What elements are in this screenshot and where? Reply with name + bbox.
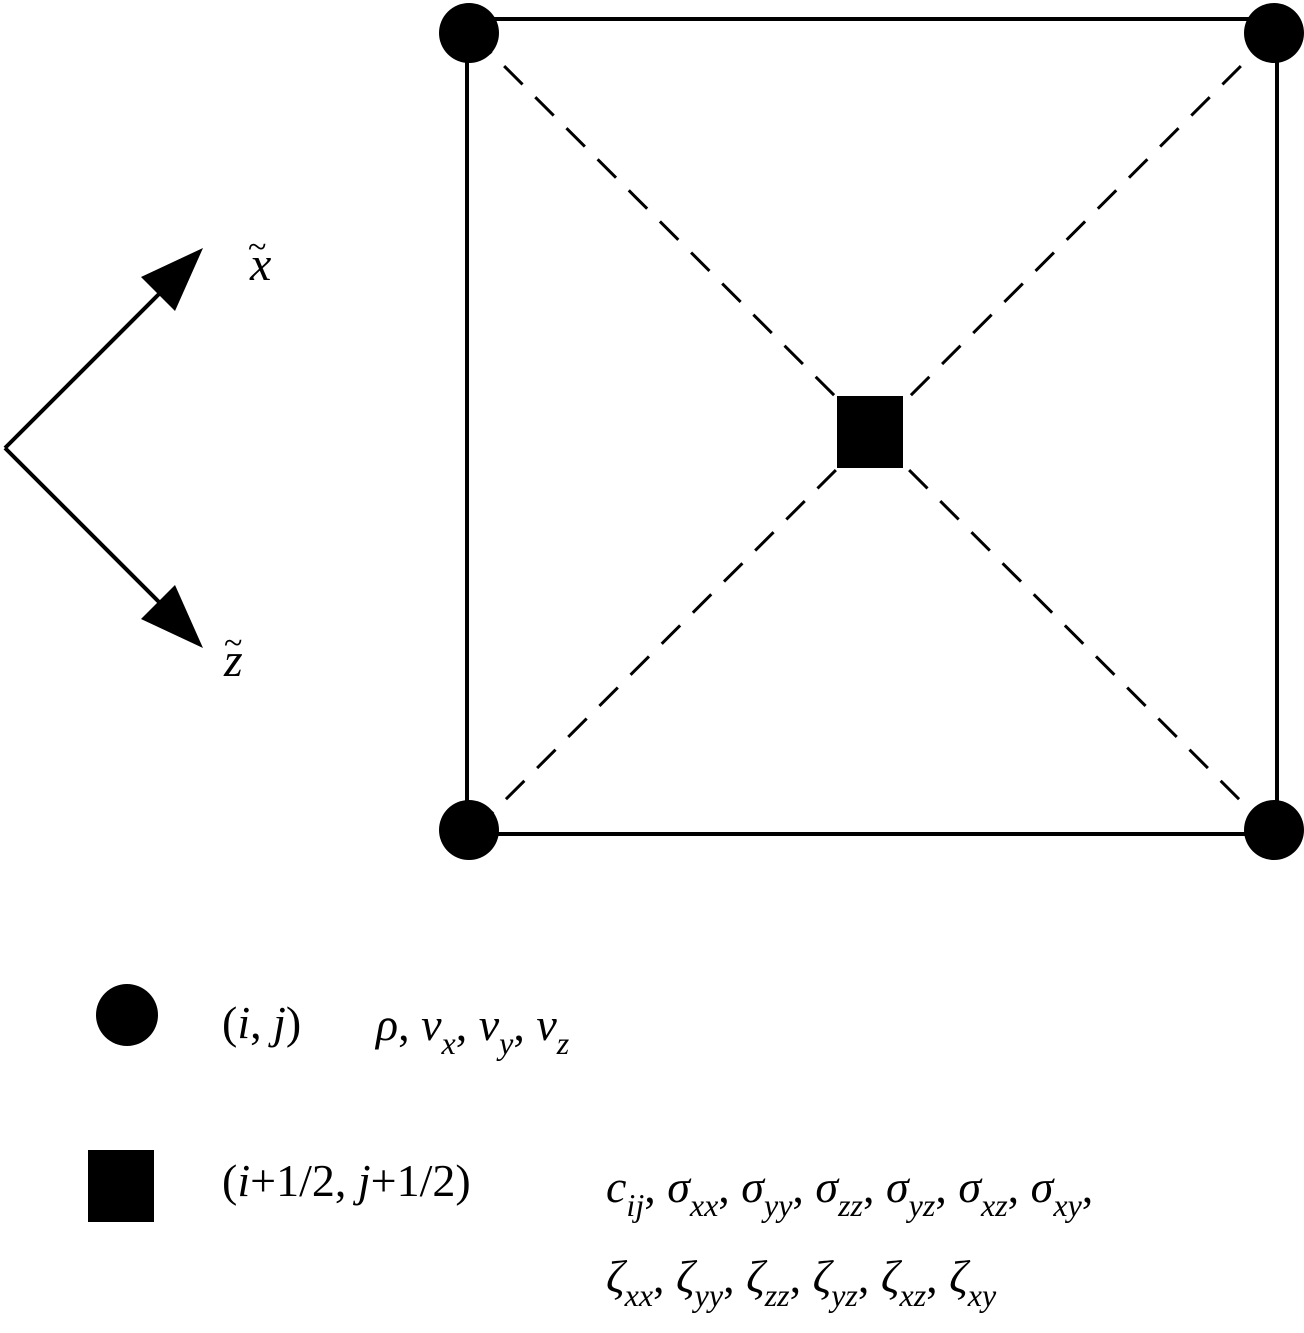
legend-node-index-label: (i, j)	[222, 1000, 301, 1046]
node-variable-2: vy	[478, 999, 514, 1061]
cell-variable-0: cij	[606, 1161, 645, 1223]
legend-cell-symbol	[88, 1150, 154, 1222]
cell-variable-4: σyz	[885, 1161, 936, 1223]
node-marker-top-right	[1244, 3, 1304, 63]
cell-attenuation-variable-1: ζyy	[676, 1251, 724, 1313]
z-axis-arrowhead	[141, 585, 203, 648]
cell-center-square-marker	[837, 396, 903, 468]
node-index-text: (i, j)	[222, 997, 302, 1048]
z-axis-tilde: ~	[224, 625, 242, 662]
cell-attenuation-variable-3: ζyz	[812, 1251, 858, 1313]
cell-variable-2: σyy	[741, 1161, 793, 1223]
x-axis-arrow-shaft	[3, 273, 180, 450]
cell-attenuation-variable-5: ζxy	[949, 1251, 997, 1313]
diagonal-line-tl-br	[471, 33, 1274, 834]
cell-diagonals	[471, 33, 1274, 834]
cell-attenuation-variable-4: ζxz	[880, 1251, 927, 1313]
legend-cell-variables-line-2: ζxx, ζyy, ζzz, ζyz, ζxz, ζxy	[606, 1251, 997, 1313]
z-axis-arrow-shaft	[3, 446, 180, 623]
diagonal-line-tr-bl	[471, 33, 1274, 834]
node-variable-3: vz	[536, 999, 570, 1061]
legend-node-symbol	[96, 984, 158, 1046]
grid-cell-outline	[465, 17, 1279, 836]
axis-indicator	[3, 273, 180, 623]
node-variable-0: ρ	[376, 999, 399, 1050]
cell-variable-1: σxx	[667, 1161, 719, 1223]
z-axis-label: z	[223, 634, 243, 687]
cell-index-text: (i+1/2, j+1/2)	[222, 1155, 471, 1206]
legend-node-variables: ρ, vx, vy, vz	[376, 999, 570, 1061]
x-axis-arrowhead	[141, 248, 203, 311]
x-axis-label: x	[249, 238, 271, 291]
cell-attenuation-variable-0: ζxx	[606, 1251, 654, 1313]
cell-variable-5: σxz	[958, 1161, 1008, 1223]
x-axis-tilde: ~	[248, 229, 266, 266]
legend-cell-index-label: (i+1/2, j+1/2)	[222, 1158, 471, 1204]
node-variable-1: vx	[421, 999, 456, 1061]
node-marker-top-left	[439, 3, 499, 63]
node-marker-bottom-right	[1244, 800, 1304, 860]
node-marker-bottom-left	[439, 800, 499, 860]
cell-attenuation-variable-2: ζzz	[746, 1251, 790, 1313]
cell-variable-3: σzz	[815, 1161, 863, 1223]
cell-variable-6: σxy	[1030, 1161, 1082, 1223]
legend-cell-variables-line-1: cij, σxx, σyy, σzz, σyz, σxz, σxy,	[606, 1161, 1094, 1223]
